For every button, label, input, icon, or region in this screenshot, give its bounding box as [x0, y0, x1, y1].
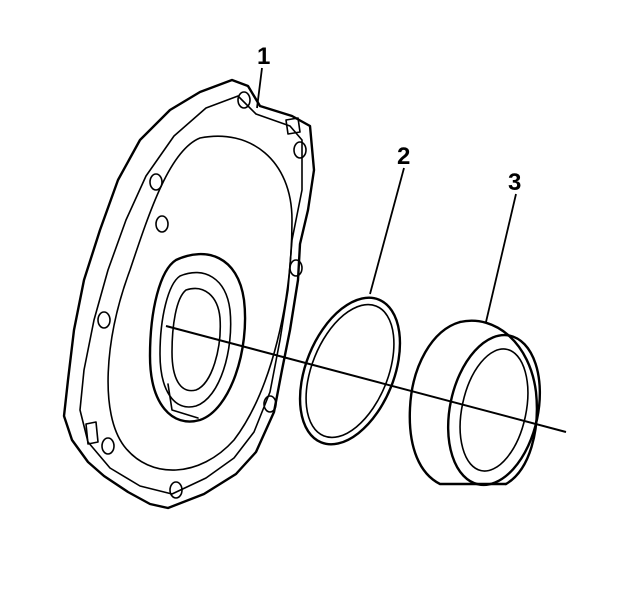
housing-cover	[62, 78, 316, 510]
leader-line-3	[485, 193, 517, 323]
callout-3: 3	[508, 169, 521, 196]
callout-2: 2	[397, 143, 410, 170]
bearing-race	[408, 319, 542, 487]
leader-line-2	[369, 167, 405, 295]
sealing-ring	[298, 296, 402, 446]
center-axis-line	[165, 325, 567, 433]
callout-1: 1	[257, 43, 270, 70]
leader-line-1	[256, 67, 263, 109]
